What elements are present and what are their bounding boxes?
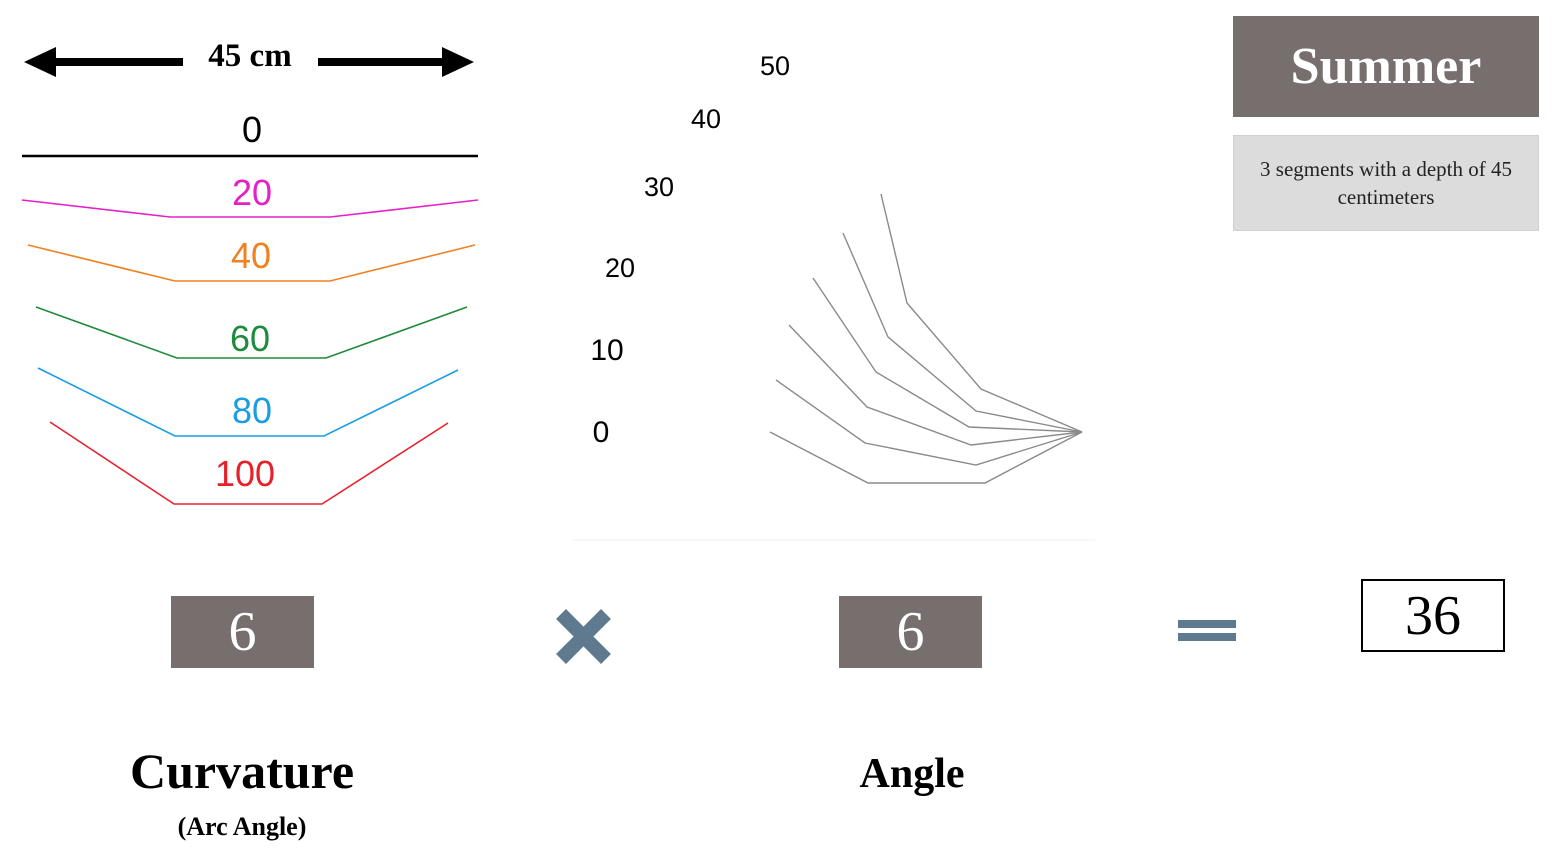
multiply-icon [556, 609, 611, 664]
equals-icon [1178, 620, 1236, 641]
curvature-value-box: 6 [171, 596, 314, 668]
angle-line-10 [775, 379, 1083, 466]
profile-label-80: 80 [231, 390, 273, 431]
profile-label-100: 100 [214, 453, 276, 494]
profile-line-100 [49, 421, 449, 505]
profile-label-20: 20 [231, 172, 273, 213]
width-dimension-arrow [24, 47, 474, 77]
season-description: 3 segments with a depth of 45 centimeter… [1233, 135, 1539, 231]
angle-label-20: 20 [604, 253, 636, 283]
angle-label-30: 30 [643, 172, 675, 202]
curvature-caption: Curvature [129, 743, 355, 799]
angle-label-50: 50 [759, 51, 791, 81]
season-title: Summer [1233, 16, 1539, 117]
result-value-box: 36 [1361, 579, 1505, 652]
angle-caption: Angle [859, 751, 965, 797]
angle-value-box: 6 [839, 596, 982, 668]
angle-line-30 [812, 277, 1083, 433]
angle-line-40 [842, 232, 1083, 433]
angle-label-40: 40 [690, 104, 722, 134]
angle-label-10: 10 [590, 334, 624, 367]
curvature-subcaption: (Arc Angle) [177, 812, 307, 841]
width-label: 45 cm [208, 38, 292, 74]
angle-line-20 [788, 324, 1083, 446]
angle-label-0: 0 [592, 416, 610, 449]
angle-fan [769, 193, 1083, 484]
profile-line-80 [37, 367, 459, 437]
profile-label-60: 60 [229, 318, 271, 359]
profile-label-40: 40 [230, 235, 272, 276]
profile-label-0: 0 [241, 109, 263, 150]
profile-line-20 [21, 199, 479, 218]
profile-line-40 [27, 244, 476, 282]
angle-line-50 [880, 193, 1083, 433]
angle-line-0 [769, 431, 1083, 484]
profile-line-60 [35, 306, 468, 359]
